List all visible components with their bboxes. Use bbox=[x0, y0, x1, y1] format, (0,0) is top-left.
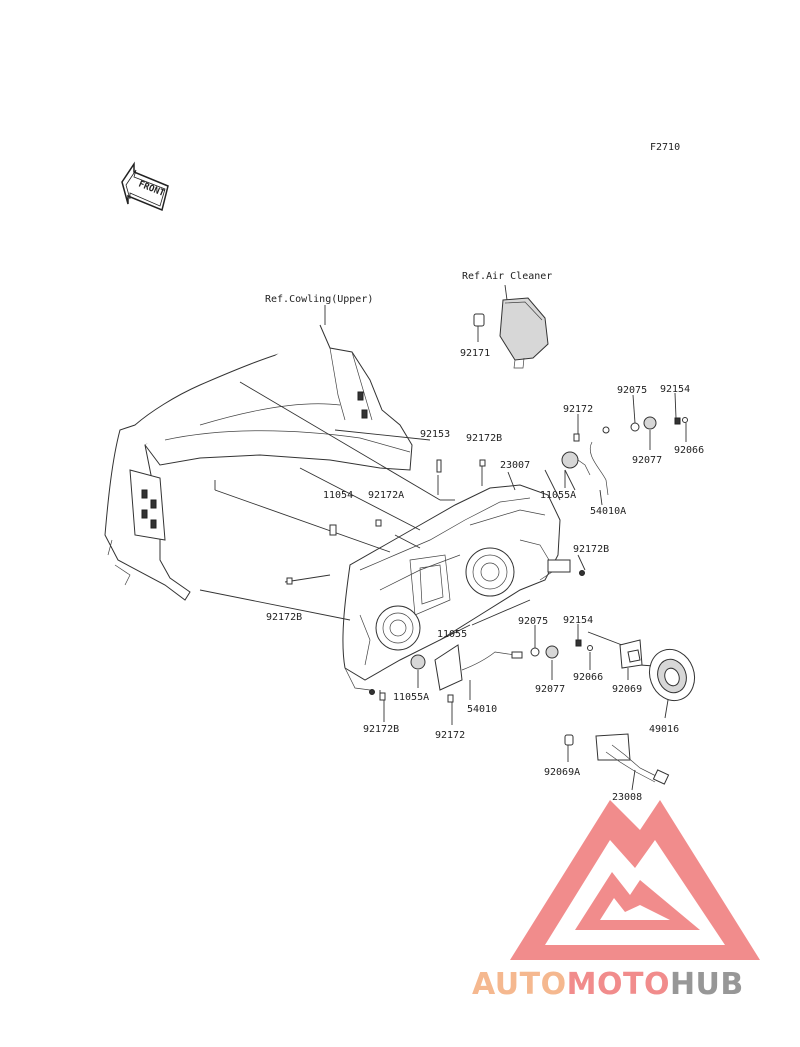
part-label: 92075 bbox=[617, 385, 647, 396]
clip-92171 bbox=[473, 313, 485, 342]
part-label: 11055A bbox=[393, 692, 429, 703]
part-labels: 92171 92075 92154 92172 92153 92172B 230… bbox=[266, 348, 704, 803]
part-label: 92172B bbox=[363, 724, 399, 735]
part-label: 11055A bbox=[540, 490, 576, 501]
bulb-92069 bbox=[619, 639, 643, 680]
air-cleaner-duct bbox=[499, 284, 549, 369]
figure-code: F2710 bbox=[650, 142, 680, 153]
part-label: 23008 bbox=[612, 792, 642, 803]
part-label: 92171 bbox=[460, 348, 490, 359]
part-label: 92069A bbox=[544, 767, 580, 778]
ref-cowling-upper: Ref.Cowling(Upper) bbox=[265, 294, 373, 305]
part-label: 92172B bbox=[573, 544, 609, 555]
part-label: 92172A bbox=[368, 490, 404, 501]
part-label: 49016 bbox=[649, 724, 679, 735]
part-label: 11054 bbox=[323, 490, 353, 501]
part-label: 54010 bbox=[467, 704, 497, 715]
cap-49016 bbox=[648, 648, 696, 719]
part-label: 92153 bbox=[420, 429, 450, 440]
front-arrow-icon: FRONT bbox=[121, 161, 169, 212]
bulb-socket-upper bbox=[561, 392, 688, 506]
part-label: 92172 bbox=[435, 730, 465, 741]
part-label: 92154 bbox=[660, 384, 690, 395]
part-label: 92069 bbox=[612, 684, 642, 695]
part-label: 92077 bbox=[535, 684, 565, 695]
part-label: 11055 bbox=[437, 629, 467, 640]
part-label: 92172B bbox=[266, 612, 302, 623]
bulb-92069a-and-harness-23008 bbox=[564, 733, 670, 791]
watermark-logo: AUTOMOTOHUB bbox=[472, 800, 760, 1002]
part-label: 23007 bbox=[500, 460, 530, 471]
part-label: 92172B bbox=[466, 433, 502, 444]
cowling-upper bbox=[104, 305, 413, 601]
headlight-housing bbox=[342, 484, 585, 695]
part-label: 92075 bbox=[518, 616, 548, 627]
leader-lines bbox=[199, 381, 655, 695]
watermark-text: AUTOMOTOHUB bbox=[472, 967, 744, 1002]
part-label: 54010A bbox=[590, 506, 626, 517]
part-label: 92154 bbox=[563, 615, 593, 626]
bulb-socket-lower bbox=[286, 459, 593, 725]
part-label: 92172 bbox=[563, 404, 593, 415]
part-label: 92077 bbox=[632, 455, 662, 466]
part-label: 92066 bbox=[573, 672, 603, 683]
ref-air-cleaner: Ref.Air Cleaner bbox=[462, 271, 552, 282]
part-label: 92066 bbox=[674, 445, 704, 456]
